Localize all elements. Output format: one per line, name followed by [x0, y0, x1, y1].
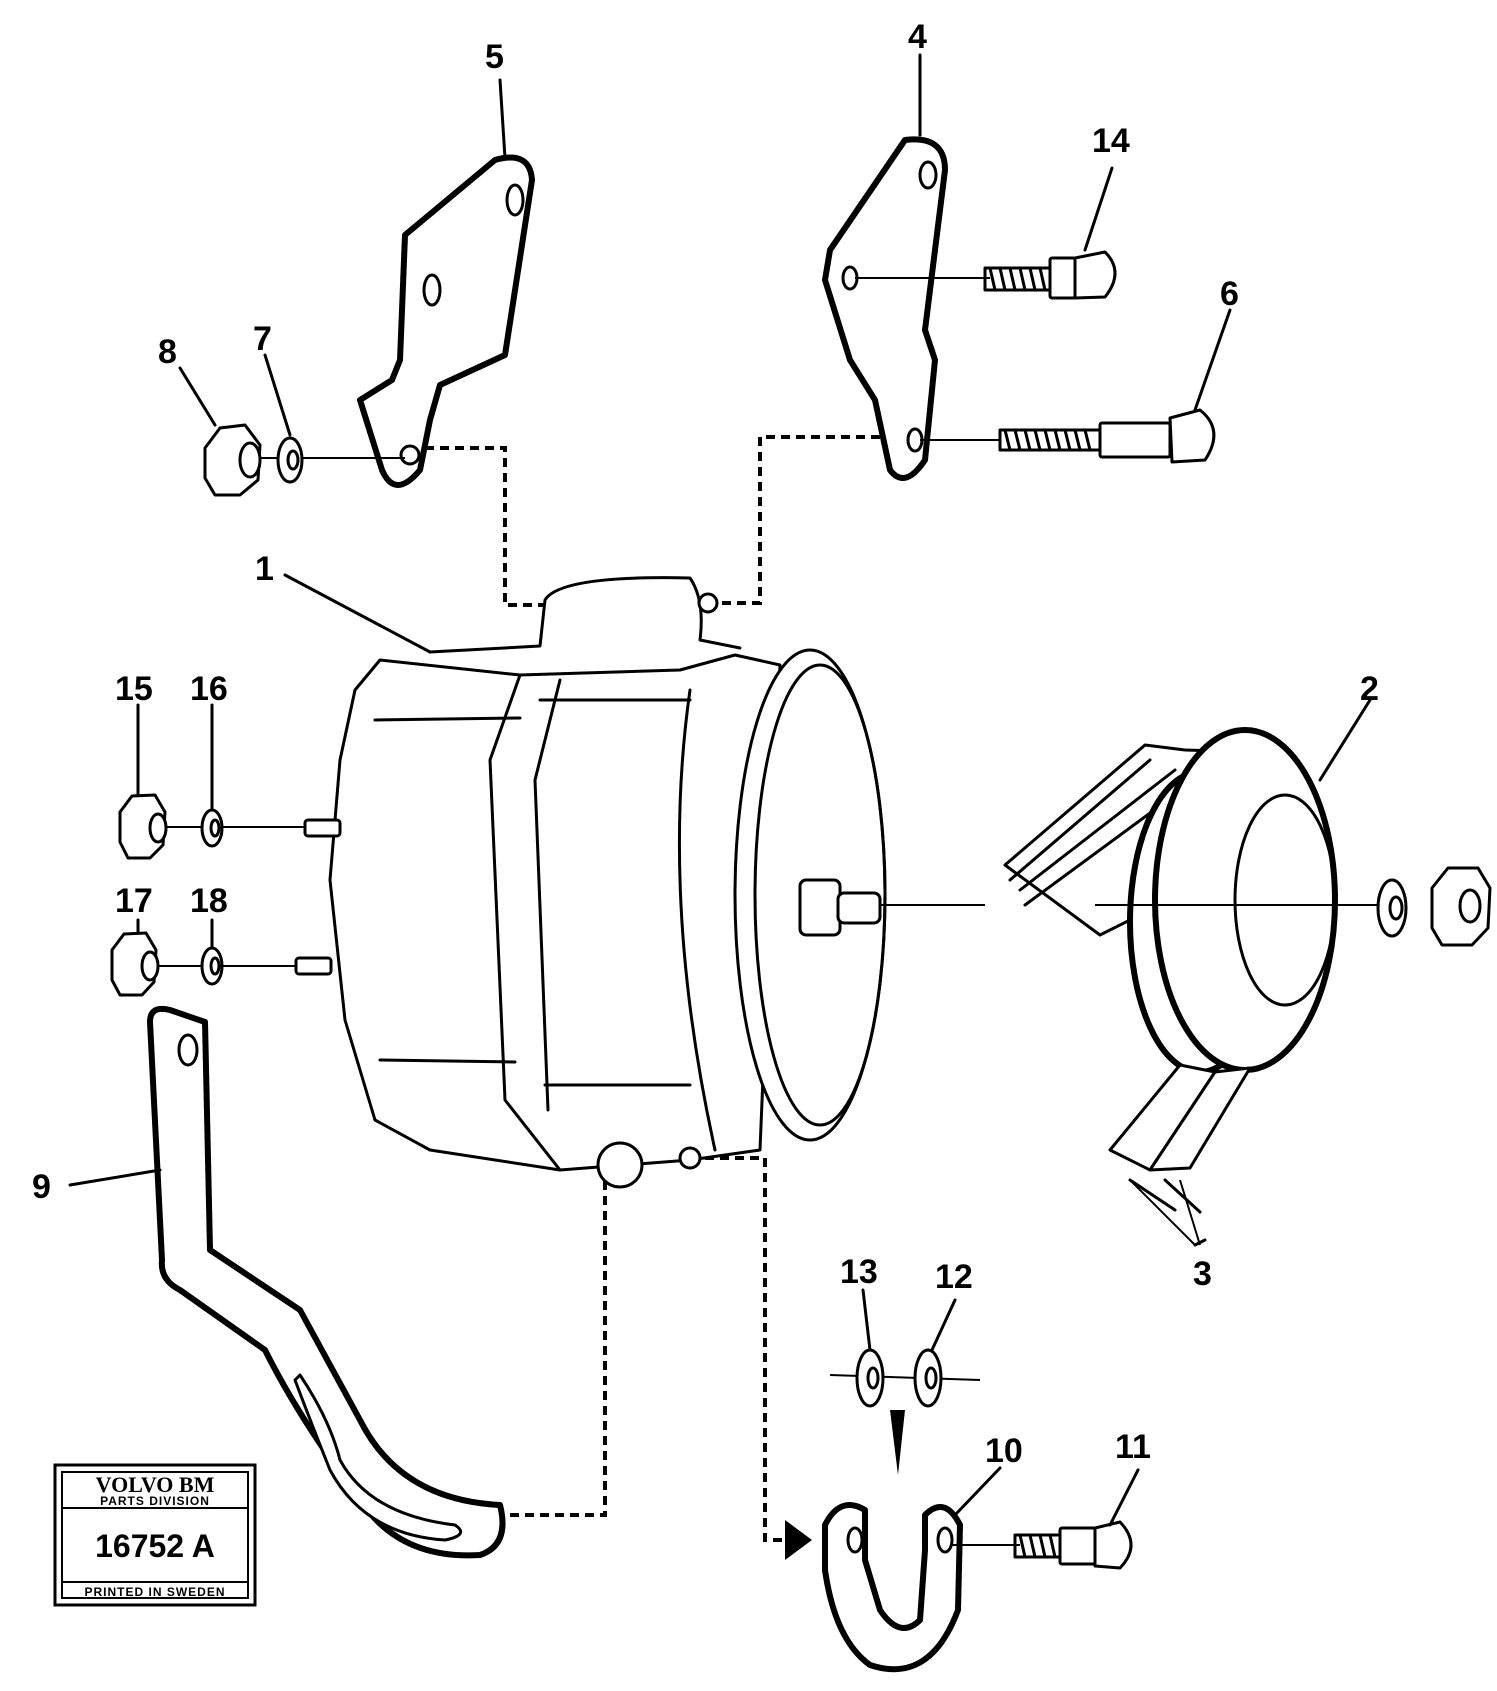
pulley-2 — [1003, 727, 1492, 1075]
callout-labels: 1 2 3 4 5 6 7 8 9 10 11 12 13 14 15 16 1… — [32, 18, 1379, 1470]
washers-12-13 — [829, 1348, 981, 1475]
nut-15-washer-16 — [118, 793, 305, 860]
callout-14: 14 — [1092, 122, 1130, 160]
callout-3: 3 — [1193, 1255, 1212, 1293]
nut-8-washer-7 — [203, 423, 405, 497]
callout-2: 2 — [1360, 670, 1379, 708]
callout-6: 6 — [1220, 275, 1239, 313]
bolt-14 — [855, 250, 1117, 300]
callout-16: 16 — [190, 670, 228, 708]
callout-10: 10 — [985, 1432, 1023, 1470]
callout-4: 4 — [908, 18, 927, 56]
volvo-bm-stamp: VOLVO BM PARTS DIVISION 16752 A PRINTED … — [53, 1463, 257, 1607]
stamp-number: 16752 A — [95, 1528, 215, 1564]
v-belts-3 — [1108, 1063, 1252, 1246]
callout-13: 13 — [840, 1253, 878, 1291]
stamp-division: PARTS DIVISION — [100, 1494, 210, 1508]
callout-7: 7 — [253, 320, 272, 358]
callout-8: 8 — [158, 333, 177, 371]
bracket-9 — [147, 1005, 506, 1559]
alternator-body — [294, 576, 985, 1189]
callout-1: 1 — [255, 550, 274, 588]
stamp-printed: PRINTED IN SWEDEN — [84, 1585, 225, 1599]
callout-5: 5 — [485, 38, 504, 76]
callout-15: 15 — [115, 670, 153, 708]
callout-11: 11 — [1115, 1428, 1151, 1466]
callout-12: 12 — [935, 1258, 973, 1296]
bolt-6 — [920, 408, 1216, 464]
bracket-5 — [357, 154, 535, 488]
bolt-11 — [950, 1520, 1133, 1570]
bracket-4 — [822, 136, 948, 481]
clamp-10 — [785, 1502, 963, 1673]
callout-18: 18 — [190, 882, 228, 920]
stamp-brand: VOLVO BM — [96, 1472, 215, 1497]
callout-9: 9 — [32, 1168, 51, 1206]
leader-lines — [68, 53, 1372, 1527]
nut-17-washer-18 — [110, 931, 296, 997]
callout-17: 17 — [115, 882, 153, 920]
